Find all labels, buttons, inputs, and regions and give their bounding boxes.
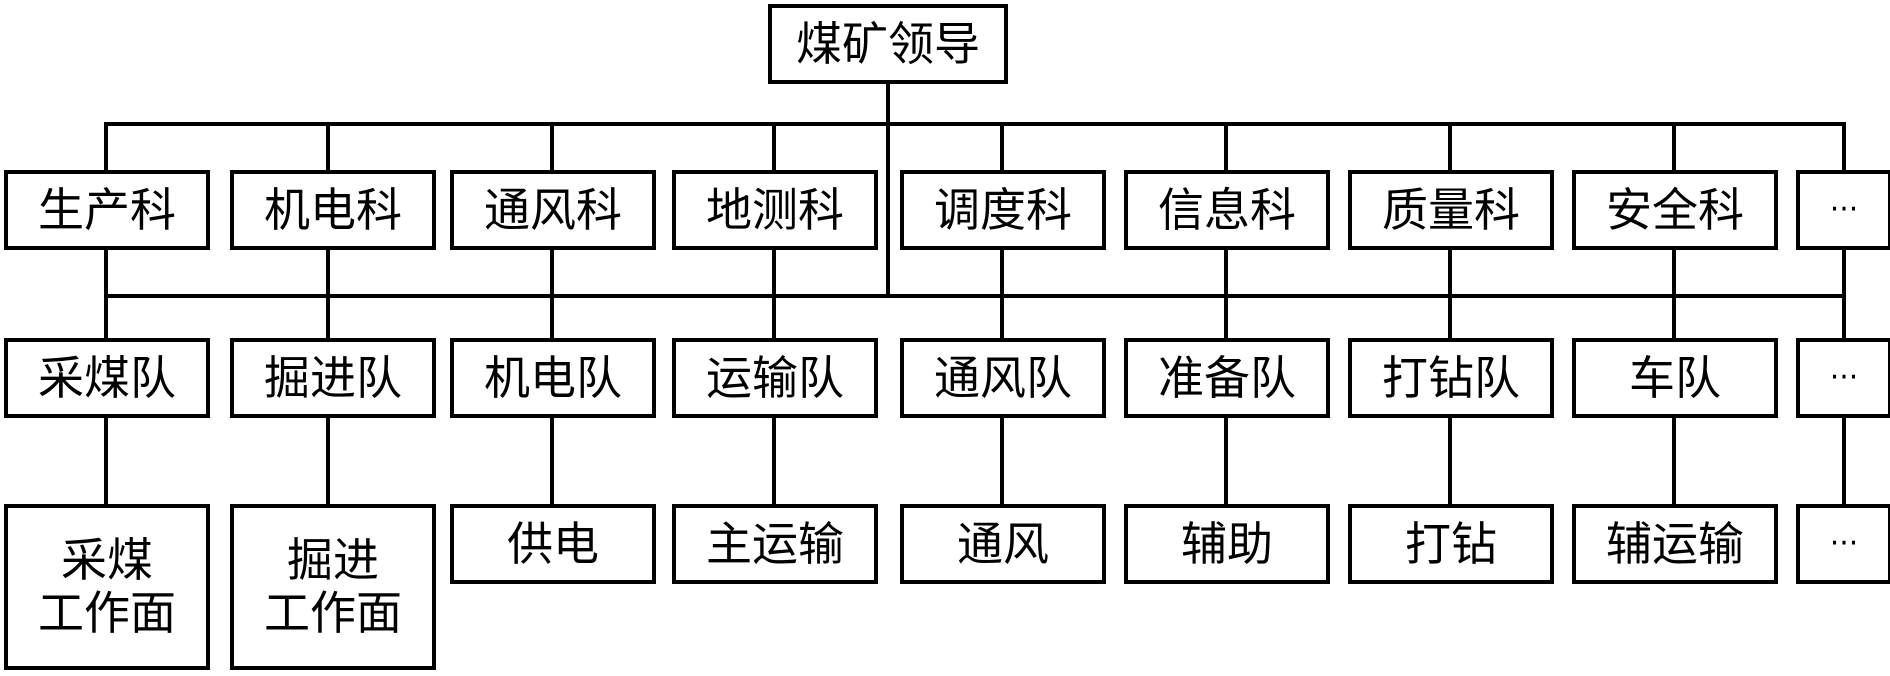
team-box-8: 车队 (1572, 338, 1778, 418)
team-box-6: 准备队 (1124, 338, 1330, 418)
root-box: 煤矿领导 (768, 4, 1008, 84)
team-box-5: 通风队 (900, 338, 1106, 418)
site-box-1: 采煤 工作面 (4, 504, 210, 670)
section-box-9: ··· (1796, 170, 1890, 250)
team-box-7: 打钻队 (1348, 338, 1554, 418)
section-box-7: 质量科 (1348, 170, 1554, 250)
section-box-3: 通风科 (450, 170, 656, 250)
site-box-9: ··· (1796, 504, 1890, 584)
team-box-1: 采煤队 (4, 338, 210, 418)
section-box-8: 安全科 (1572, 170, 1778, 250)
section-box-5: 调度科 (900, 170, 1106, 250)
section-box-6: 信息科 (1124, 170, 1330, 250)
section-box-4: 地测科 (672, 170, 878, 250)
team-box-4: 运输队 (672, 338, 878, 418)
site-box-5: 通风 (900, 504, 1106, 584)
section-box-1: 生产科 (4, 170, 210, 250)
section-box-2: 机电科 (230, 170, 436, 250)
site-box-3: 供电 (450, 504, 656, 584)
team-box-9: ··· (1796, 338, 1890, 418)
site-box-7: 打钻 (1348, 504, 1554, 584)
site-box-8: 辅运输 (1572, 504, 1778, 584)
site-box-2: 掘进 工作面 (230, 504, 436, 670)
team-box-2: 掘进队 (230, 338, 436, 418)
team-box-3: 机电队 (450, 338, 656, 418)
site-box-6: 辅助 (1124, 504, 1330, 584)
site-box-4: 主运输 (672, 504, 878, 584)
